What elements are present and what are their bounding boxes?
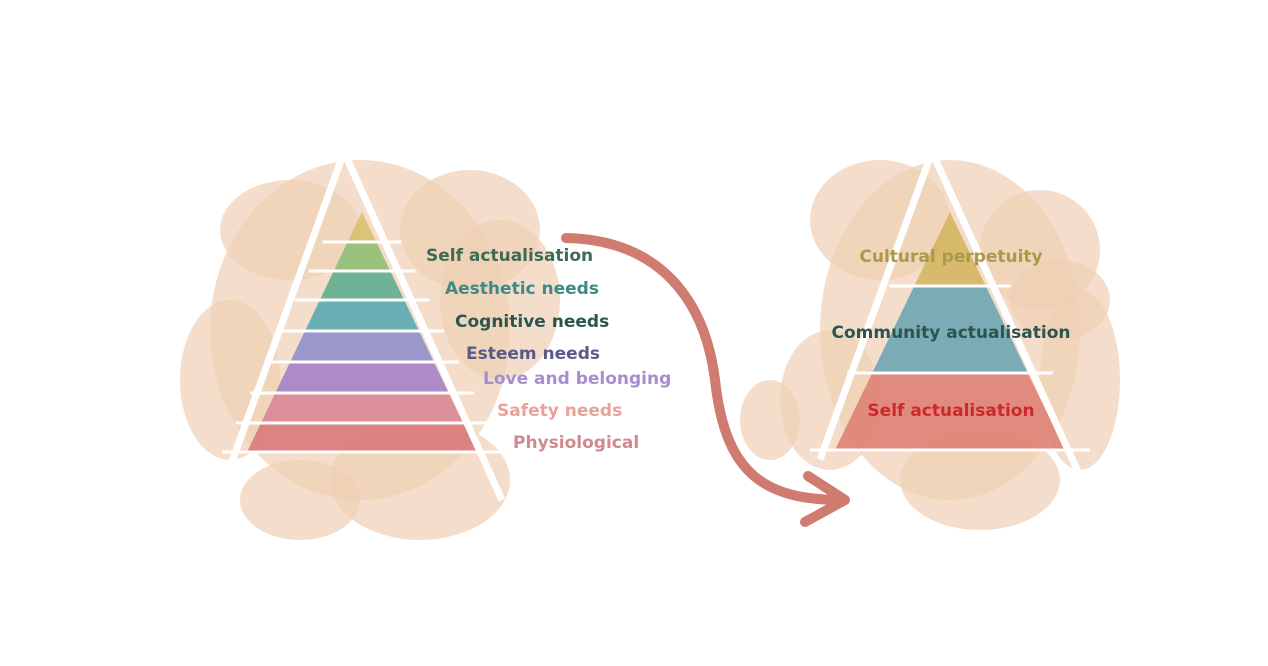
pyramid-level [247, 423, 477, 452]
level-label: Cognitive needs [455, 312, 609, 332]
level-label: Esteem needs [466, 344, 600, 364]
level-label: Love and belonging [483, 369, 671, 389]
arrow-head-icon [800, 471, 850, 527]
maslow-pyramid [222, 150, 506, 502]
splash-blob [240, 460, 360, 540]
level-label: Self actualisation [426, 246, 593, 266]
pyramid-level [914, 212, 986, 286]
level-label: Physiological [513, 433, 639, 453]
pyramid-level [260, 393, 464, 423]
level-label: Self actualisation [867, 401, 1034, 421]
pyramid-level [319, 271, 405, 300]
pyramid-level [304, 300, 420, 331]
pyramid-edge [228, 150, 348, 463]
level-label: Community actualisation [832, 323, 1071, 343]
maslow-labels: Self actualisation Aesthetic needs Cogni… [426, 246, 671, 453]
pyramid-level [290, 331, 434, 362]
level-label: Safety needs [497, 401, 622, 421]
pyramid-edge [928, 150, 1094, 500]
pyramid-level [333, 242, 391, 271]
pyramid-level [275, 362, 449, 393]
splash-blob [900, 430, 1060, 530]
splash-blob [740, 380, 800, 460]
splash-blob [1010, 260, 1110, 340]
indigenous-pyramid [810, 150, 1094, 500]
pyramid-level [347, 212, 377, 242]
pyramid-edge [816, 150, 936, 461]
transition-arrow [561, 233, 847, 505]
indigenous-labels: Cultural perpetuity Community actualisat… [832, 247, 1071, 421]
splash-blob [440, 220, 560, 380]
level-label: Aesthetic needs [445, 279, 599, 299]
pyramid-level [872, 286, 1028, 373]
level-label: Cultural perpetuity [859, 247, 1042, 267]
pyramid-level [835, 373, 1065, 450]
splash-blob [180, 300, 280, 460]
pyramid-edge [340, 150, 506, 502]
